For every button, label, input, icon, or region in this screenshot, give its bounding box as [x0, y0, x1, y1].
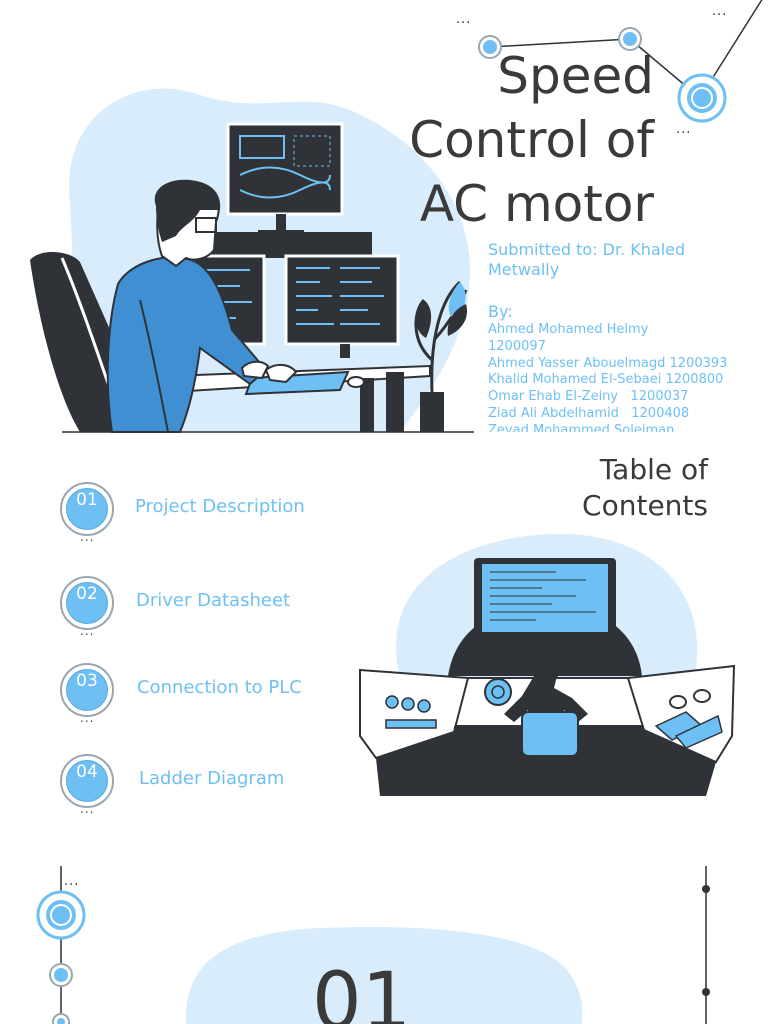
toc-slide: Table of Contents 01 ... Project Descrip…: [0, 436, 768, 844]
team-member: 1200097: [488, 338, 546, 354]
section-number: 01: [312, 957, 412, 1024]
ellipsis-decoration: ...: [80, 624, 95, 638]
operator-chair: [521, 711, 579, 757]
control-console-illustration: [359, 533, 736, 796]
toc-number-badge: 03: [60, 663, 114, 717]
toc-title-line: Table of: [599, 453, 708, 486]
toc-item-label: Driver Datasheet: [136, 590, 291, 611]
toc-item-label: Ladder Diagram: [139, 768, 285, 789]
toc-number-badge: 02: [60, 576, 114, 630]
toc-number-badge: 04: [60, 754, 114, 808]
team-member: Zeyad Mohammed Soleiman: [488, 422, 675, 432]
ellipsis-decoration: ...: [64, 874, 80, 889]
ellipsis-decoration: ...: [676, 122, 692, 137]
toc-number: 04: [66, 760, 108, 802]
submitted-to: Submitted to: Dr. Khaled Metwally: [488, 240, 686, 279]
team-member: Khalid Mohamed El-Sebaei 1200800: [488, 372, 724, 388]
toc-title: Table of Contents: [582, 452, 708, 524]
section-slide: ... 01: [0, 844, 768, 1024]
toc-number: 01: [66, 488, 108, 530]
ellipsis-decoration: ...: [80, 711, 95, 725]
right-monitor: [284, 254, 400, 346]
operator: [504, 655, 588, 738]
ellipsis-decoration: ...: [456, 12, 472, 27]
title-slide: ... ... ... Speed Control of AC motor Su…: [0, 0, 768, 436]
team-member: Omar Ehab El-Zeiny 1200037: [488, 389, 689, 405]
team-member: Ahmed Mohamed Helmy: [488, 322, 649, 337]
team-member: Ahmed Yasser Abouelmagd 1200393: [488, 355, 728, 371]
toc-item-connection-to-plc[interactable]: 03 ... Connection to PLC: [60, 663, 380, 725]
programmer-illustration: [30, 88, 474, 433]
timeline-decoration: [36, 866, 710, 1024]
toc-item-project-description[interactable]: 01 ... Project Description: [60, 482, 380, 544]
toc-item-driver-datasheet[interactable]: 02 ... Driver Datasheet: [60, 576, 380, 638]
network-node-icon: [478, 0, 763, 123]
team-list: Ahmed Mohamed Helmy 1200097 Ahmed Yasser…: [488, 322, 758, 432]
toc-number: 02: [66, 582, 108, 624]
title-line: Control of: [409, 111, 654, 169]
background-blob: [186, 926, 583, 1024]
toc-number: 03: [66, 669, 108, 711]
ellipsis-decoration: ...: [712, 4, 728, 19]
toc-item-label: Project Description: [135, 496, 305, 517]
ellipsis-decoration: ...: [80, 530, 95, 544]
toc-title-line: Contents: [582, 489, 708, 522]
title-line: AC motor: [419, 175, 654, 233]
toc-item-label: Connection to PLC: [137, 677, 302, 698]
title-line: Speed: [497, 47, 654, 105]
toc-item-ladder-diagram[interactable]: 04 ... Ladder Diagram: [60, 754, 380, 816]
person-hair: [154, 179, 221, 242]
plant-pot: [420, 392, 444, 432]
toc-number-badge: 01: [60, 482, 114, 536]
presentation-title: Speed Control of AC motor: [409, 44, 654, 236]
team-member: Ziad Ali Abdelhamid 1200408: [488, 405, 690, 421]
by-label: By:: [488, 302, 513, 321]
ellipsis-decoration: ...: [80, 802, 95, 816]
